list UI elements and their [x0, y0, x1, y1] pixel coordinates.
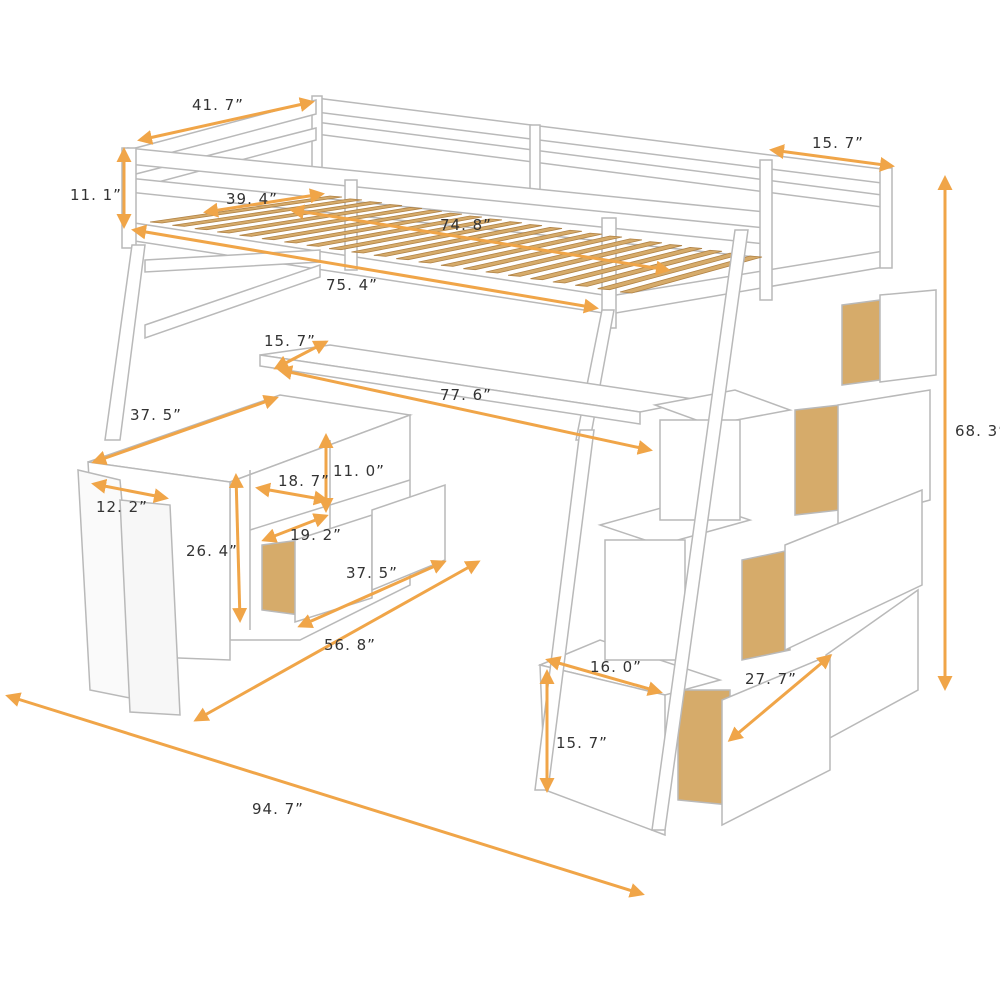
cabinet-depth-label: 12. 2” [96, 498, 148, 516]
desk-depth-label: 15. 7” [264, 332, 316, 350]
frame-length-label: 75. 4” [326, 276, 378, 294]
overall-length-label: 94. 7” [252, 800, 304, 818]
rail-width-label: 41. 7” [192, 96, 244, 114]
slat-width-arrow [203, 188, 325, 218]
cabinet-depth-arrow [91, 478, 169, 504]
stair-drawer-label: 27. 7” [745, 670, 797, 688]
frame-length-arrow [131, 224, 599, 314]
desk-depth-arrow [273, 340, 329, 370]
bed-slat [619, 255, 763, 294]
overall-height-label: 68. 3” [955, 422, 1000, 440]
stair-top-width-label: 15. 7” [812, 134, 864, 152]
cabinet-height-label: 26. 4” [186, 542, 238, 560]
rail-width-arrow [137, 97, 315, 145]
slat-width-label: 39. 4” [226, 190, 278, 208]
drawer-width-label: 19. 2” [290, 526, 342, 544]
rail-height-label: 11. 1” [70, 186, 122, 204]
desk-total-label: 56. 8” [324, 636, 376, 654]
cabinet-width-label: 37. 5” [130, 406, 182, 424]
shelf-width-label: 18. 7” [278, 472, 330, 490]
desk-length-label: 77. 6” [440, 386, 492, 404]
step-height-label: 15. 7” [556, 734, 608, 752]
step-width-label: 16. 0” [590, 658, 642, 676]
dimension-arrows [5, 97, 953, 898]
drawer-run-label: 37. 5” [346, 564, 398, 582]
step-width-arrow [545, 656, 663, 696]
slat-length-label: 74. 8” [440, 216, 492, 234]
desk-length-arrow [277, 365, 653, 455]
cabinet [77, 394, 446, 716]
shelf-height-label: 11. 0” [333, 462, 385, 480]
stair-drawer-arrow [727, 654, 833, 742]
stair-top-width-arrow [769, 144, 895, 172]
shelf-width-arrow [255, 482, 329, 506]
drawer-width-arrow [261, 513, 329, 543]
cabinet-width-arrow [91, 394, 279, 466]
overall-length-arrow [5, 692, 645, 898]
